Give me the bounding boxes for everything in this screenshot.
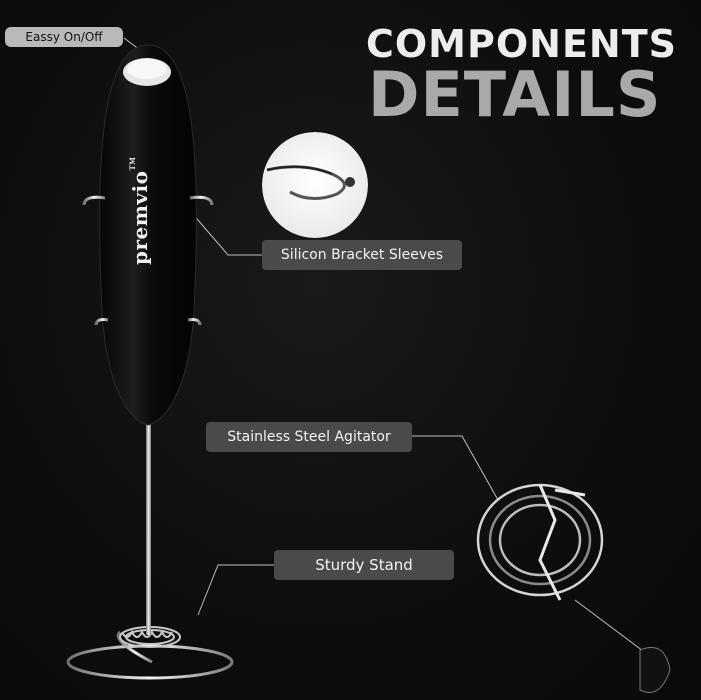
bracket-zoom-illustration bbox=[262, 132, 368, 238]
power-button bbox=[123, 58, 171, 86]
agitator-leader-line bbox=[412, 435, 499, 501]
power-callout-label: Eassy On/Off bbox=[5, 27, 123, 47]
stand-base bbox=[66, 630, 234, 680]
heading-line-2: DETAILS bbox=[367, 58, 662, 131]
heading-line-1: COMPONENTS bbox=[365, 22, 677, 66]
page-heading: COMPONENTS DETAILS bbox=[366, 24, 677, 126]
whisk-shaft bbox=[146, 420, 151, 635]
frother-body bbox=[99, 44, 197, 426]
stand-leader-line bbox=[197, 564, 274, 616]
brand-logo: premvioTM bbox=[128, 156, 152, 265]
agitator-coil bbox=[476, 483, 604, 601]
stand-callout-label: Sturdy Stand bbox=[274, 550, 454, 580]
bracket-leader-line bbox=[184, 204, 262, 256]
bracket-callout-label: Silicon Bracket Sleeves bbox=[262, 240, 462, 270]
bracket-zoom-circle bbox=[262, 132, 368, 238]
shaft-tip bbox=[639, 647, 671, 693]
bracket-sleeves bbox=[82, 195, 214, 326]
agitator-callout-label: Stainless Steel Agitator bbox=[206, 422, 412, 452]
